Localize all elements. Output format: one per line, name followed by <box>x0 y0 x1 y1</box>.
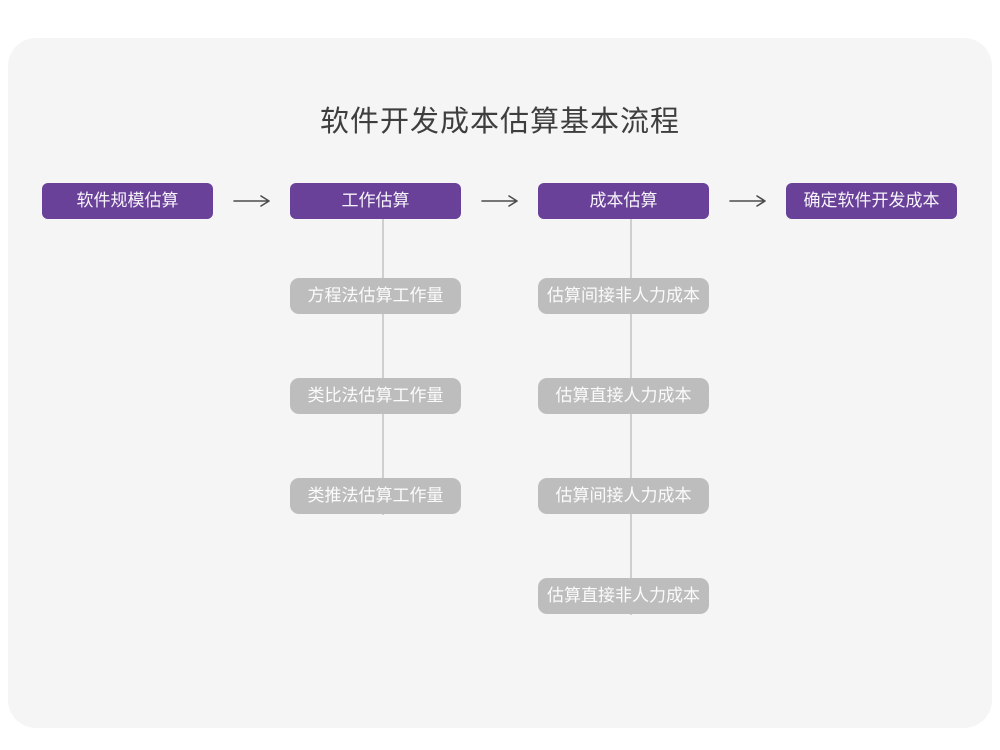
substep-extrapolation-method: 类推法估算工作量 <box>290 478 461 514</box>
substep-direct-nonlabor-cost: 估算直接非人力成本 <box>538 578 709 614</box>
substep-indirect-labor-cost: 估算间接人力成本 <box>538 478 709 514</box>
step-determine-dev-cost: 确定软件开发成本 <box>786 183 957 219</box>
substep-analogy-method: 类比法估算工作量 <box>290 378 461 414</box>
step-software-size-estimation: 软件规模估算 <box>42 183 213 219</box>
flow-arrow-icon <box>480 193 520 209</box>
substep-indirect-nonlabor-cost: 估算间接非人力成本 <box>538 278 709 314</box>
connector-cost-estimation-chain <box>630 219 632 615</box>
flow-arrow-icon <box>728 193 768 209</box>
substep-direct-labor-cost: 估算直接人力成本 <box>538 378 709 414</box>
substep-equation-method: 方程法估算工作量 <box>290 278 461 314</box>
flowchart-card: 软件开发成本估算基本流程 软件规模估算 工作估算 成本估算 确定软件开发成本 方… <box>8 38 992 728</box>
connector-work-estimation-chain <box>382 219 384 515</box>
diagram-title: 软件开发成本估算基本流程 <box>319 106 680 138</box>
step-work-estimation: 工作估算 <box>290 183 461 219</box>
flow-arrow-icon <box>232 193 272 209</box>
step-cost-estimation: 成本估算 <box>538 183 709 219</box>
